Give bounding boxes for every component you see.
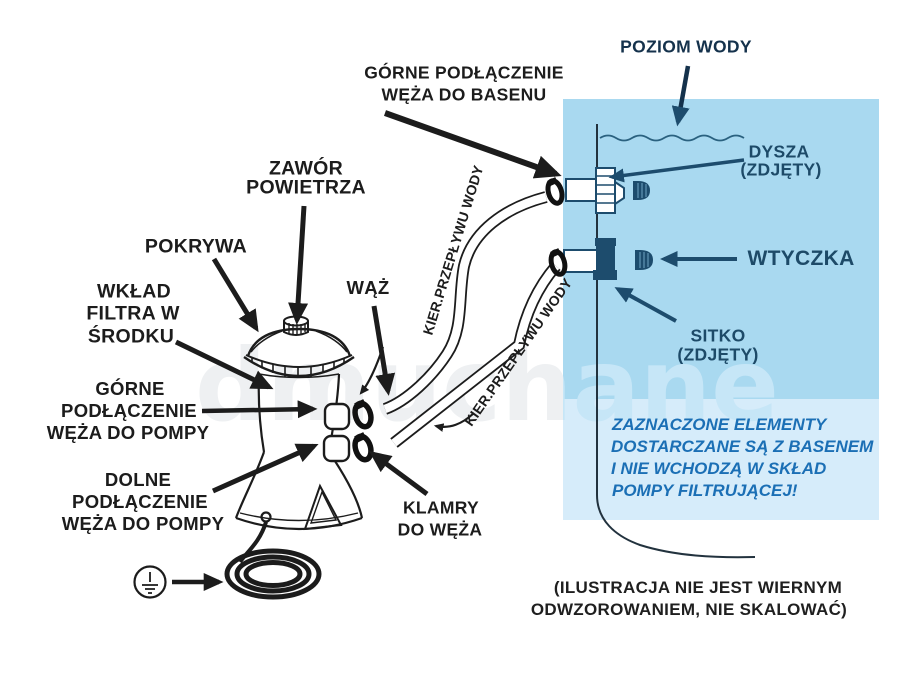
- label-gorne-pompa-2: PODŁĄCZENIE: [61, 400, 197, 421]
- label-poziom-wody: POZIOM WODY: [620, 36, 752, 57]
- note-bottom-2: ODWZOROWANIEM, NIE SKALOWAĆ): [530, 600, 848, 619]
- hose-upper: [382, 191, 548, 415]
- label-dolne-pompa-1: DOLNE: [104, 469, 172, 490]
- label-dysza-2: (ZDJĘTY): [740, 159, 822, 180]
- label-dolne-pompa-2: PODŁĄCZENIE: [72, 491, 208, 512]
- label-wklad-1: WKŁAD: [96, 280, 172, 303]
- label-gorne-basen-2: WĘŻA DO BASENU: [381, 84, 547, 105]
- arrow-flow-upper: [359, 346, 385, 395]
- arrows: [172, 65, 745, 591]
- label-wtyczka: WTYCZKA: [747, 247, 855, 270]
- strainer-plug: [635, 250, 653, 270]
- hose-lower: [390, 262, 561, 448]
- pump-body: [224, 315, 364, 600]
- label-wklad-2: FILTRA W: [86, 302, 180, 325]
- arrow-pokrywa: [211, 257, 259, 333]
- label-zawor-2: POWIETRZA: [246, 176, 366, 199]
- label-zawor-1: ZAWÓR: [268, 157, 344, 180]
- label-sitko-2: (ZDJĘTY): [677, 344, 759, 365]
- label-pokrywa: POKRYWA: [144, 235, 248, 258]
- arrow-klamry: [368, 451, 429, 497]
- label-wklad-3: ŚRODKU: [87, 325, 175, 348]
- note-blue-4: POMPY FILTRUJĄCEJ!: [612, 481, 798, 500]
- watermark-text-on-panel: dmuchane: [195, 327, 779, 444]
- arrow-dysza: [608, 158, 745, 183]
- water-level-wave: [599, 134, 745, 142]
- hose-clamp-pump-lower: [352, 432, 374, 463]
- hose-clamp-wall-lower: [548, 248, 568, 277]
- note-bottom-1: (ILUSTRACJA NIE JEST WIERNYM: [553, 578, 843, 597]
- arrow-waz: [371, 305, 396, 396]
- pool-wall-panel: [563, 99, 879, 520]
- arrow-sitko: [614, 287, 677, 323]
- label-klamry-2: DO WĘŻA: [397, 519, 483, 540]
- arrow-wklad: [174, 339, 274, 390]
- hose-clamp-wall-upper: [545, 177, 565, 206]
- nozzle-plug: [633, 181, 650, 200]
- note-blue-1: ZAZNACZONE ELEMENTY: [612, 415, 827, 434]
- arrow-dolne-pompa: [211, 443, 319, 494]
- arrow-gorne-basen: [383, 110, 562, 179]
- label-klamry-1: KLAMRY: [402, 497, 480, 518]
- label-dolne-pompa-3: WĘŻA DO POMPY: [61, 513, 225, 534]
- arrow-gorne-pompa: [201, 400, 318, 419]
- ground-symbol: [133, 565, 167, 599]
- label-sitko-1: SITKO: [690, 325, 746, 346]
- label-gorne-pompa-1: GÓRNE: [95, 378, 165, 399]
- note-blue-2: DOSTARCZANE SĄ Z BASENEM: [611, 437, 874, 456]
- label-waz: WĄŻ: [346, 277, 390, 298]
- upper-wall-fitting: [565, 167, 625, 214]
- label-gorne-pompa-3: WĘŻA DO POMPY: [46, 422, 210, 443]
- arrow-flow-lower: [433, 412, 475, 432]
- label-dysza-1: DYSZA: [748, 141, 810, 162]
- arrow-zawor: [288, 205, 309, 325]
- pool-wall-line: [596, 124, 756, 559]
- hose-clamp-pump-upper: [352, 399, 374, 430]
- note-blue-3: I NIE WCHODZĄ W SKŁAD: [611, 459, 827, 478]
- arrow-poziom-wody: [671, 65, 691, 127]
- label-gorne-basen-1: GÓRNE PODŁĄCZENIE: [364, 62, 564, 83]
